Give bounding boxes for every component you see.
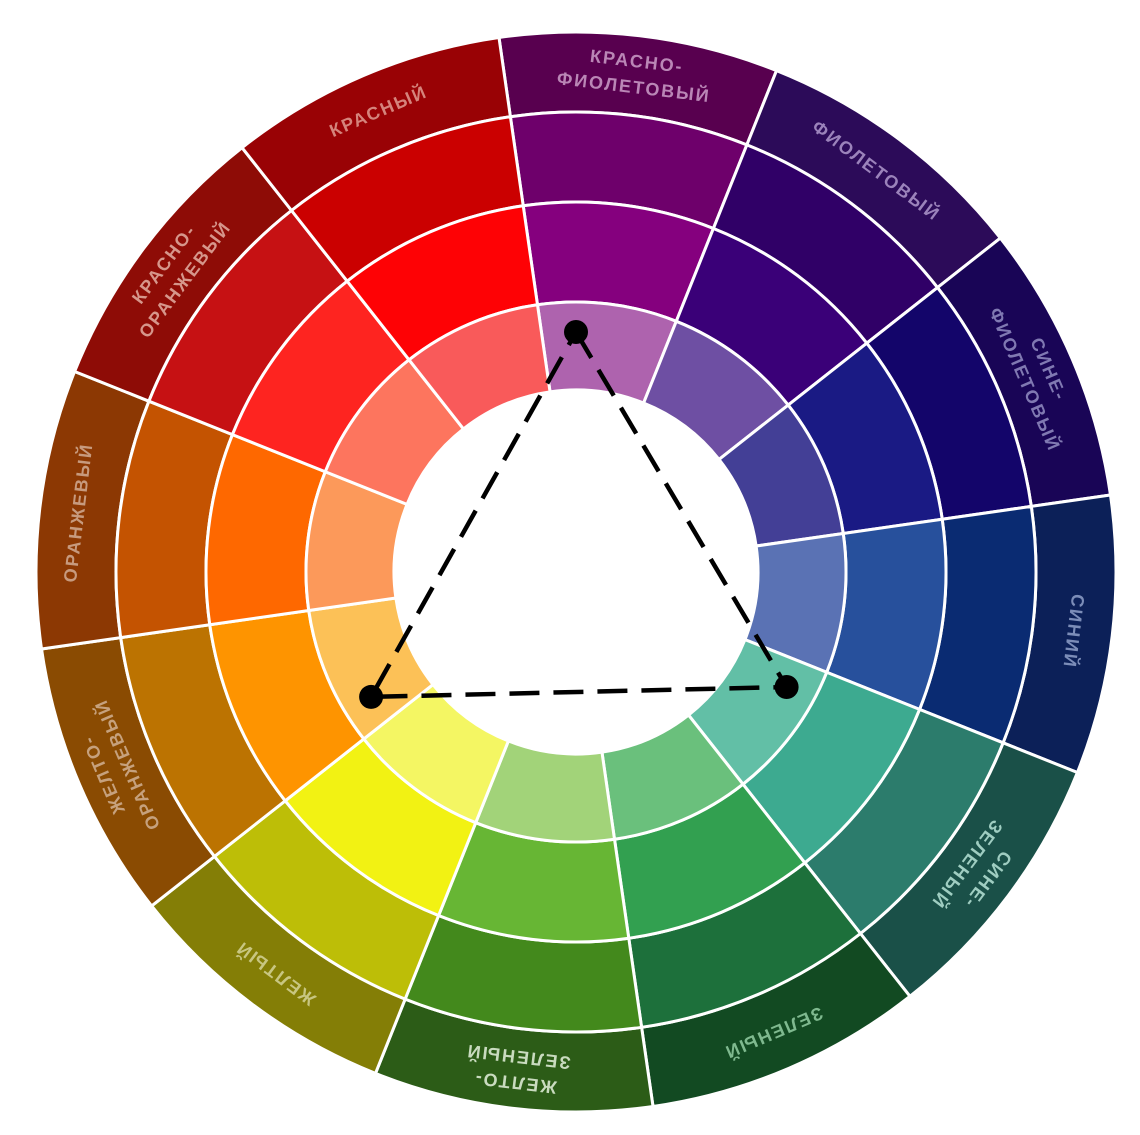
triad-point-1 xyxy=(564,320,588,344)
triad-point-2 xyxy=(774,675,799,699)
triad-triangle xyxy=(368,329,789,700)
triad-point-3 xyxy=(359,684,384,709)
triad-scheme xyxy=(359,320,799,709)
wheel-segments xyxy=(34,30,1118,1114)
segment-красный-ring-4 xyxy=(407,303,552,431)
